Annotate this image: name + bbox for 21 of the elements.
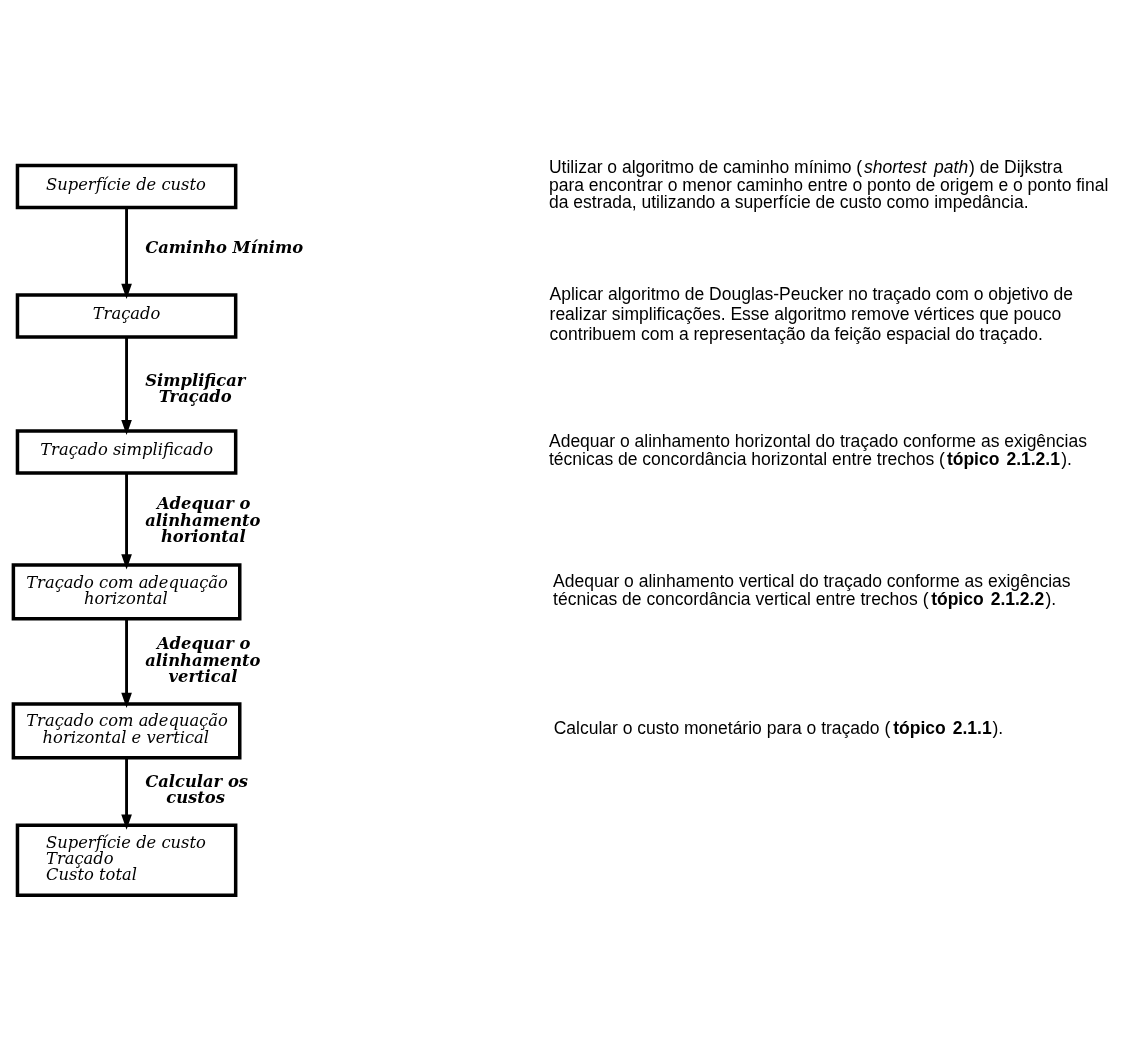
arrow xyxy=(121,472,132,569)
label: Calcular o custo monetário para o traçado (tópico 2.1.1). xyxy=(553,717,1004,738)
node-box: Superfície de custo Traçado Custo total xyxy=(15,823,238,897)
edge-label: Calcular os custos xyxy=(145,771,248,807)
node-box: Traçado simplificado xyxy=(15,428,238,475)
label: Adequar o alinhamento horizontal do traçado conforme as exigências técnicas de concordância horizontal entre trechos (tópico 2.1.2.1). xyxy=(549,430,1087,469)
arrow xyxy=(121,757,132,830)
edge-label: Caminho Mínimo xyxy=(145,237,304,257)
label: Utilizar o algoritmo de caminho mínimo (shortest path) de Dijkstra para encontrar o menor caminho entre o ponto de origem e o ponto final da estrada, utilizando a superfície de custo como impedância. xyxy=(549,156,1109,212)
arrow xyxy=(121,618,132,708)
node-box: Traçado com adequação horizontal e vertical xyxy=(11,701,242,759)
arrow xyxy=(121,206,132,299)
arrow xyxy=(121,336,132,435)
node-box: Traçado xyxy=(15,292,238,339)
node-box: Superfície de custo xyxy=(15,163,238,209)
edge-label: Adequar o alinhamento horiontal xyxy=(145,493,261,546)
label: Aplicar algoritmo de Douglas-Peucker no traçado com o objetivo de realizar simplificações. Esse algoritmo remove vértices que pouco contribuem com a representação da feição espacial do traçado. xyxy=(549,283,1073,344)
node-box: Traçado com adequação horizontal xyxy=(11,562,242,620)
edge-label: Adequar o alinhamento vertical xyxy=(145,633,261,686)
edge-label: Simplificar Traçado xyxy=(145,370,246,406)
label: Adequar o alinhamento vertical do traçado conforme as exigências técnicas de concordância vertical entre trechos (tópico 2.1.2.2). xyxy=(553,570,1071,609)
